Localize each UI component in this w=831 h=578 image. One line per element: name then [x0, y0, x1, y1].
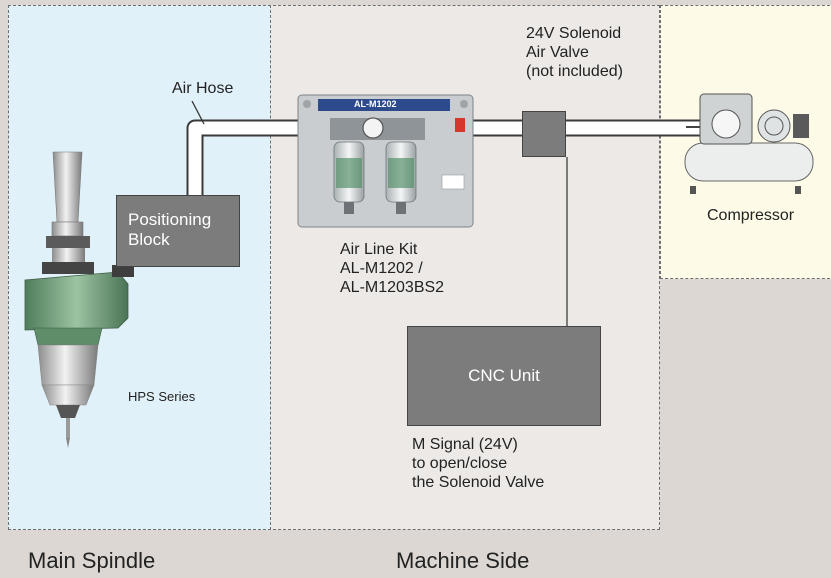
positioning-block: Positioning Block — [116, 195, 240, 267]
solenoid-valve-box — [522, 111, 566, 157]
m-signal-label-line2: to open/close — [412, 455, 508, 472]
hps-series-label: HPS Series — [128, 389, 196, 404]
cnc-unit-box: CNC Unit — [407, 326, 601, 426]
air-line-kit-label-line1: Air Line Kit — [340, 241, 418, 258]
air-line-kit-plate-marking: AL-M1202 — [354, 99, 397, 109]
air-line-kit-label-line2: AL-M1202 / — [340, 260, 423, 277]
m-signal-label: M Signal (24V) to open/close the Solenoi… — [412, 435, 544, 492]
air-line-kit-illustration — [297, 94, 474, 228]
solenoid-valve-label-line1: 24V Solenoid — [526, 25, 622, 42]
cnc-unit-label: CNC Unit — [468, 366, 540, 385]
machine-side-zone — [268, 5, 660, 530]
spindle-illustration — [24, 151, 134, 448]
air-line-kit-label: Air Line Kit AL-M1202 / AL-M1203BS2 — [340, 240, 444, 297]
solenoid-valve-label-line3: (not included) — [526, 63, 623, 80]
air-hose-leader — [191, 100, 205, 125]
compressor-label: Compressor — [707, 207, 795, 224]
m-signal-label-line1: M Signal (24V) — [412, 436, 518, 453]
positioning-block-label: Positioning Block — [128, 210, 211, 250]
solenoid-valve-label: 24V Solenoid Air Valve (not included) — [526, 24, 623, 81]
m-signal-label-line3: the Solenoid Valve — [412, 474, 545, 491]
air-hose-label: Air Hose — [172, 80, 234, 97]
air-hose-line — [186, 119, 700, 205]
positioning-block-label-line1: Positioning — [128, 210, 212, 229]
main-spindle-zone-label: Main Spindle — [28, 548, 156, 573]
compressor-illustration — [684, 93, 814, 194]
solenoid-valve-label-line2: Air Valve — [526, 44, 589, 61]
air-line-kit-label-line3: AL-M1203BS2 — [340, 279, 445, 296]
positioning-block-label-line2: Block — [128, 230, 170, 249]
machine-side-zone-label: Machine Side — [396, 548, 530, 573]
